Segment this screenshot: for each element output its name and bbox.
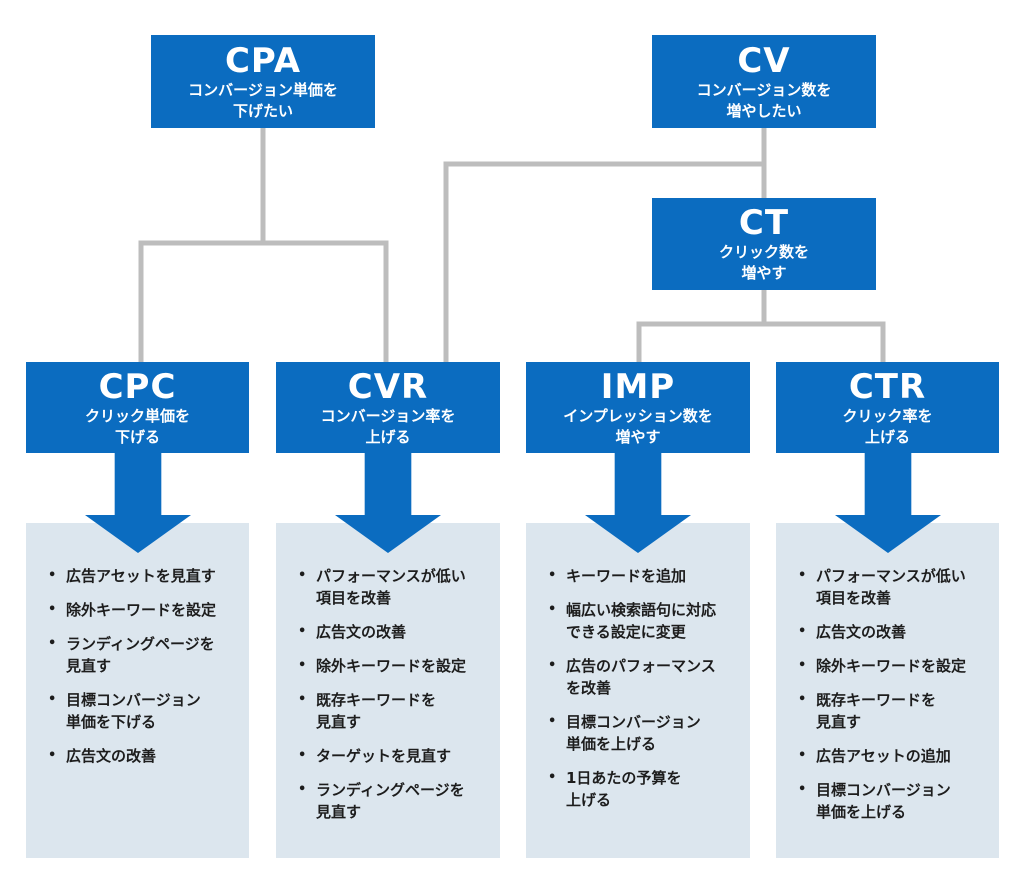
- list-item-line: 見直す: [816, 713, 862, 731]
- node-ct-desc-line: 増やす: [741, 264, 787, 282]
- list-item-line: 除外キーワードを設定: [316, 657, 467, 675]
- list-item-line: ランディングページを: [66, 635, 215, 653]
- list-item-line: 上げる: [566, 791, 612, 809]
- list-item: 広告アセットを見直す: [46, 565, 243, 587]
- list-item-line: できる設定に変更: [566, 623, 686, 641]
- list-item-line: 単価を下げる: [66, 713, 157, 731]
- node-cv-desc-line: 増やしたい: [726, 101, 802, 120]
- list-item-line: 単価を上げる: [816, 803, 907, 821]
- list-item-line: 項目を改善: [316, 589, 392, 607]
- node-ct-abbr: CT: [738, 203, 790, 243]
- node-cpc-abbr: CPC: [98, 366, 177, 407]
- list-item: 除外キーワードを設定: [296, 655, 494, 677]
- list-item-line: パフォーマンスが低い: [816, 567, 966, 585]
- node-cv: CV コンバージョン数を 増やしたい: [652, 35, 876, 128]
- list-item-line: パフォーマンスが低い: [316, 567, 466, 585]
- list-item-line: 除外キーワードを設定: [66, 601, 217, 619]
- node-cpa-desc-line: 下げたい: [232, 101, 293, 120]
- node-cpa-abbr: CPA: [224, 40, 302, 81]
- list-item: 広告文の改善: [296, 621, 494, 643]
- list-item-line: 項目を改善: [816, 589, 892, 607]
- node-cv-desc-line: コンバージョン数を: [696, 80, 832, 99]
- list-item-line: 目標コンバージョン: [816, 781, 951, 799]
- list-item-line: ターゲットを見直す: [316, 747, 452, 765]
- node-ct: CT クリック数を 増やす: [652, 198, 876, 290]
- list-item-line: キーワードを追加: [566, 567, 687, 585]
- node-cpc-desc-line: クリック単価を: [84, 406, 190, 425]
- node-cpa-desc-line: コンバージョン単価を: [188, 80, 338, 99]
- list-item-line: 幅広い検索語句に対応: [566, 601, 717, 619]
- node-ct-desc-line: クリック数を: [718, 243, 809, 261]
- list-item-line: 広告文の改善: [816, 623, 907, 641]
- list-item-line: 除外キーワードを設定: [816, 657, 967, 675]
- list-item-line: 目標コンバージョン: [566, 713, 701, 731]
- list-item-line: 広告アセットの追加: [816, 747, 951, 765]
- list-item: ターゲットを見直す: [296, 745, 494, 767]
- list-item: 広告文の改善: [46, 745, 243, 767]
- list-item: 広告文の改善: [796, 621, 993, 643]
- list-item-line: 広告のパフォーマンス: [566, 657, 716, 675]
- list-item-line: ランディングページを: [316, 781, 465, 799]
- node-ctr-abbr: CTR: [848, 366, 927, 407]
- list-item-line: 単価を上げる: [566, 735, 657, 753]
- node-imp: IMP インプレッション数を 増やす: [526, 362, 750, 453]
- list-item-line: 広告文の改善: [66, 747, 157, 765]
- node-cvr-desc-line: コンバージョン率を: [320, 406, 456, 425]
- node-cpa: CPA コンバージョン単価を 下げたい: [151, 35, 375, 128]
- list-item-line: 見直す: [316, 803, 362, 821]
- node-ctr-desc-line: 上げる: [864, 427, 910, 446]
- node-cpc-desc-line: 下げる: [114, 427, 160, 446]
- node-imp-desc-line: インプレッション数を: [563, 406, 713, 425]
- node-imp-abbr: IMP: [600, 366, 676, 407]
- list-item-line: 広告文の改善: [316, 623, 407, 641]
- list-item-line: 目標コンバージョン: [66, 691, 201, 709]
- list-item-line: 既存キーワードを: [816, 691, 937, 709]
- node-cvr-desc-line: 上げる: [365, 427, 411, 446]
- list-item-line: 既存キーワードを: [316, 691, 437, 709]
- list-item: 除外キーワードを設定: [796, 655, 993, 677]
- node-cvr: CVR コンバージョン率を 上げる: [276, 362, 500, 453]
- node-ctr-desc-line: クリック率を: [842, 406, 933, 425]
- node-cv-abbr: CV: [737, 40, 791, 81]
- list-item-line: を改善: [566, 679, 612, 697]
- node-imp-desc-line: 増やす: [615, 427, 661, 446]
- node-ctr: CTR クリック率を 上げる: [776, 362, 999, 453]
- list-item-line: 1日あたの予算を: [566, 769, 682, 787]
- list-item-line: 見直す: [316, 713, 362, 731]
- connector-cv-cvr: [443, 161, 767, 365]
- list-item: キーワードを追加: [546, 565, 744, 587]
- node-cvr-abbr: CVR: [347, 366, 429, 407]
- list-item: 除外キーワードを設定: [46, 599, 243, 621]
- list-item-line: 見直す: [66, 657, 112, 675]
- node-cpc: CPC クリック単価を 下げる: [26, 362, 249, 453]
- list-item-line: 広告アセットを見直す: [66, 567, 216, 585]
- list-item: 広告アセットの追加: [796, 745, 993, 767]
